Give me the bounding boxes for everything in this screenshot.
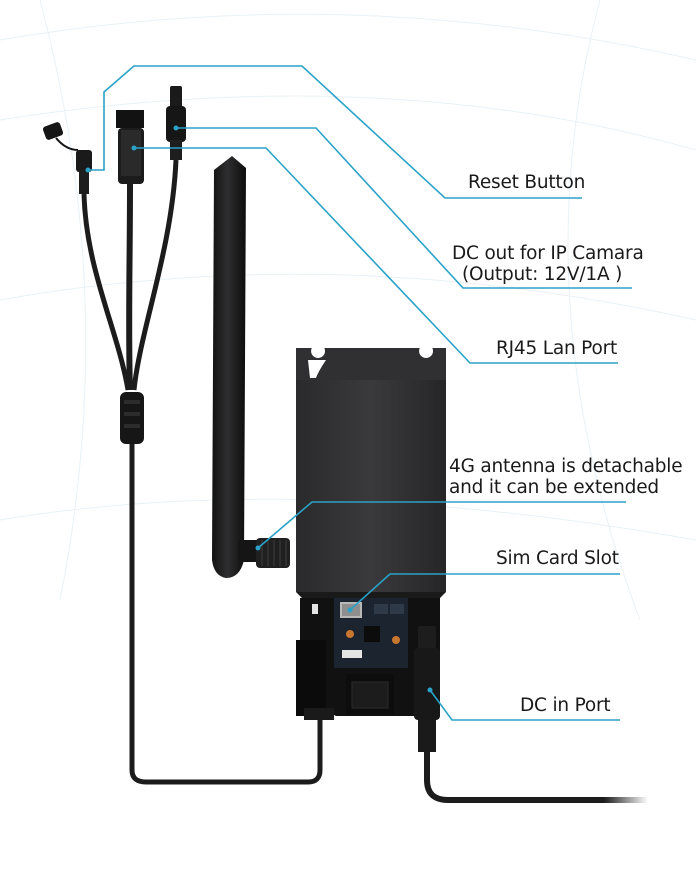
router-body — [296, 344, 446, 598]
antenna-label-line1: 4G antenna is detachable — [449, 456, 683, 477]
sim-card-slot-label: Sim Card Slot — [496, 548, 619, 569]
antenna-label: 4G antenna is detachable and it can be e… — [449, 456, 683, 498]
rj45-lan-port-label: RJ45 Lan Port — [496, 338, 618, 359]
dc-in-cable — [414, 626, 648, 803]
router-open-bay — [296, 598, 440, 720]
dc-in-port-label: DC in Port — [520, 695, 611, 716]
leader-dots — [85, 125, 433, 693]
dc-out-label-line1: DC out for IP Camara — [452, 243, 644, 264]
cable-splitter — [42, 86, 323, 785]
dc-out-label-line2: (Output: 12V/1A ) — [462, 264, 623, 285]
reset-button-label: Reset Button — [468, 172, 586, 193]
leader-lines — [88, 65, 632, 721]
antenna — [212, 156, 290, 578]
dc-out-label: DC out for IP Camara (Output: 12V/1A ) — [452, 243, 644, 285]
antenna-label-line2: and it can be extended — [449, 477, 659, 498]
